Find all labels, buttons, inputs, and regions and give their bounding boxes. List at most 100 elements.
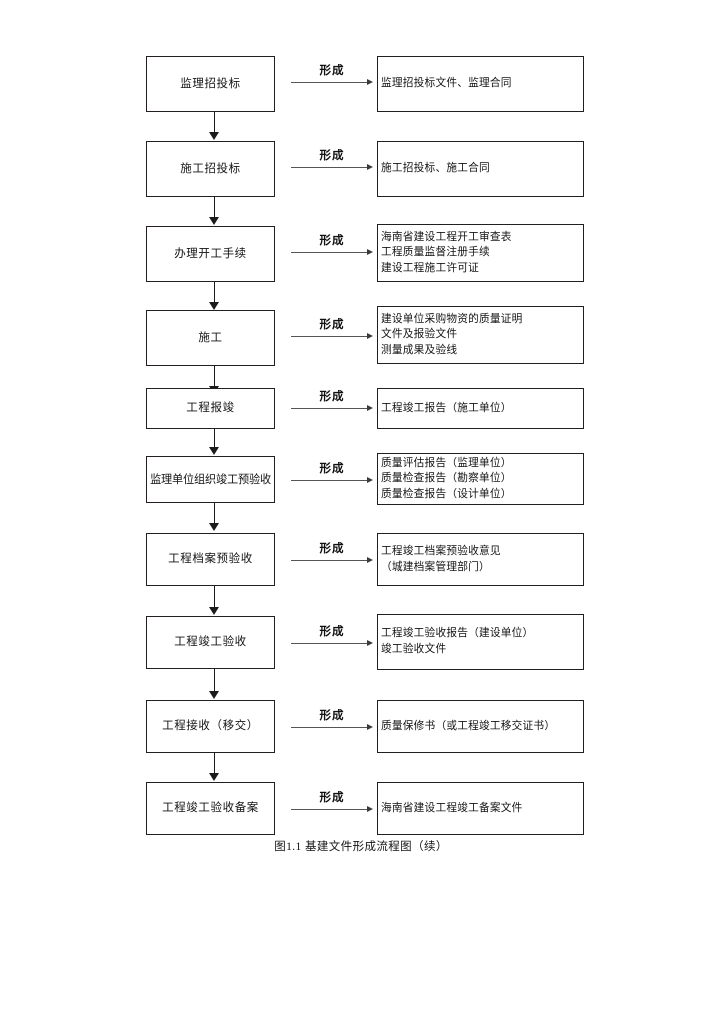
process-box-1-label: 监理招投标 bbox=[180, 77, 241, 90]
process-box-8-label: 工程竣工验收 bbox=[174, 636, 247, 649]
connector-arrow-6-label: 形成 bbox=[319, 463, 345, 475]
down-arrow-3 bbox=[209, 282, 221, 311]
down-arrow-2 bbox=[209, 197, 221, 226]
down-arrow-2-head-icon bbox=[209, 217, 220, 225]
connector-arrow-5-label: 形成 bbox=[319, 391, 345, 403]
output-box-7-label: 工程竣工档案预验收意见 （城建档案管理部门） bbox=[381, 544, 501, 573]
connector-arrow-2-label: 形成 bbox=[319, 150, 345, 162]
process-box-6[interactable]: 监理单位组织竣工预验收 bbox=[146, 456, 275, 503]
down-arrow-3-head-icon bbox=[209, 302, 220, 310]
output-box-10-label: 海南省建设工程竣工备案文件 bbox=[381, 801, 523, 814]
connector-arrow-2-head-icon bbox=[367, 164, 373, 171]
connector-arrow-4-label: 形成 bbox=[319, 319, 345, 331]
output-box-4-label: 建设单位采购物资的质量证明 文件及报验文件 测量成果及验线 bbox=[381, 312, 523, 356]
connector-arrow-7-line bbox=[291, 560, 369, 562]
output-box-2-label: 施工招投标、施工合同 bbox=[381, 162, 490, 175]
connector-arrow-8-head-icon bbox=[367, 640, 373, 647]
connector-arrow-8-label: 形成 bbox=[319, 626, 345, 638]
process-box-6-label: 监理单位组织竣工预验收 bbox=[150, 473, 271, 486]
process-box-8[interactable]: 工程竣工验收 bbox=[146, 616, 275, 669]
connector-arrow-5-line bbox=[291, 408, 369, 410]
down-arrow-4-line bbox=[213, 366, 216, 387]
down-arrow-6-head-icon bbox=[209, 523, 220, 531]
connector-arrow-6-head-icon bbox=[367, 477, 373, 484]
output-box-10[interactable]: 海南省建设工程竣工备案文件 bbox=[377, 782, 584, 835]
output-box-9-label: 质量保修书（或工程竣工移交证书） bbox=[381, 719, 556, 732]
down-arrow-8-head-icon bbox=[209, 691, 220, 699]
output-box-7[interactable]: 工程竣工档案预验收意见 （城建档案管理部门） bbox=[377, 533, 584, 586]
process-box-4-label: 施工 bbox=[198, 331, 223, 344]
connector-arrow-9: 形成 bbox=[288, 707, 376, 741]
connector-arrow-8: 形成 bbox=[288, 623, 376, 657]
process-box-9[interactable]: 工程接收（移交） bbox=[146, 700, 275, 753]
down-arrow-6 bbox=[209, 503, 221, 532]
output-box-1[interactable]: 监理招投标文件、监理合同 bbox=[377, 56, 584, 112]
down-arrow-9-head-icon bbox=[209, 773, 220, 781]
down-arrow-9-line bbox=[213, 753, 216, 774]
process-box-2[interactable]: 施工招投标 bbox=[146, 141, 275, 197]
connector-arrow-7-head-icon bbox=[367, 557, 373, 564]
down-arrow-8-line bbox=[213, 669, 216, 692]
connector-arrow-10: 形成 bbox=[288, 789, 376, 823]
output-box-3-label: 海南省建设工程开工审查表 工程质量监督注册手续 建设工程施工许可证 bbox=[381, 230, 512, 274]
output-box-8[interactable]: 工程竣工验收报告（建设单位） 竣工验收文件 bbox=[377, 614, 584, 670]
output-box-4[interactable]: 建设单位采购物资的质量证明 文件及报验文件 测量成果及验线 bbox=[377, 306, 584, 364]
output-box-8-label: 工程竣工验收报告（建设单位） 竣工验收文件 bbox=[381, 627, 534, 655]
process-box-7[interactable]: 工程档案预验收 bbox=[146, 533, 275, 586]
output-box-2[interactable]: 施工招投标、施工合同 bbox=[377, 141, 584, 197]
process-box-7-label: 工程档案预验收 bbox=[168, 553, 253, 566]
connector-arrow-6-line bbox=[291, 480, 369, 482]
output-box-6-label: 质量评估报告（监理单位） 质量检查报告（勘察单位） 质量检查报告（设计单位） bbox=[381, 456, 512, 500]
connector-arrow-7-label: 形成 bbox=[319, 543, 345, 555]
output-box-1-label: 监理招投标文件、监理合同 bbox=[381, 77, 512, 90]
connector-arrow-9-label: 形成 bbox=[319, 710, 345, 722]
connector-arrow-4-head-icon bbox=[367, 333, 373, 340]
connector-arrow-3-line bbox=[291, 252, 369, 254]
down-arrow-2-line bbox=[213, 197, 216, 218]
process-box-5-label: 工程报竣 bbox=[186, 402, 235, 415]
connector-arrow-7: 形成 bbox=[288, 540, 376, 574]
connector-arrow-3-label: 形成 bbox=[319, 235, 345, 247]
process-box-5[interactable]: 工程报竣 bbox=[146, 388, 275, 429]
output-box-3[interactable]: 海南省建设工程开工审查表 工程质量监督注册手续 建设工程施工许可证 bbox=[377, 224, 584, 282]
connector-arrow-10-line bbox=[291, 809, 369, 811]
figure-caption: 图1.1 基建文件形成流程图（续） bbox=[274, 841, 448, 853]
output-box-5-label: 工程竣工报告（施工单位） bbox=[381, 401, 512, 414]
down-arrow-1-line bbox=[213, 112, 216, 133]
connector-arrow-3-head-icon bbox=[367, 249, 373, 256]
connector-arrow-4: 形成 bbox=[288, 316, 376, 350]
connector-arrow-10-head-icon bbox=[367, 806, 373, 813]
connector-arrow-9-head-icon bbox=[367, 724, 373, 731]
process-box-3[interactable]: 办理开工手续 bbox=[146, 226, 275, 282]
connector-arrow-2: 形成 bbox=[288, 147, 376, 181]
connector-arrow-1-head-icon bbox=[367, 79, 373, 86]
down-arrow-7-head-icon bbox=[209, 607, 220, 615]
process-box-2-label: 施工招投标 bbox=[180, 162, 241, 175]
down-arrow-9 bbox=[209, 753, 221, 782]
down-arrow-7-line bbox=[213, 586, 216, 608]
down-arrow-3-line bbox=[213, 282, 216, 303]
process-box-1[interactable]: 监理招投标 bbox=[146, 56, 275, 112]
down-arrow-5-head-icon bbox=[209, 447, 220, 455]
connector-arrow-1-line bbox=[291, 82, 369, 84]
connector-arrow-1: 形成 bbox=[288, 62, 376, 96]
output-box-5[interactable]: 工程竣工报告（施工单位） bbox=[377, 388, 584, 429]
process-box-3-label: 办理开工手续 bbox=[174, 247, 247, 260]
process-box-4[interactable]: 施工 bbox=[146, 310, 275, 366]
connector-arrow-6: 形成 bbox=[288, 460, 376, 494]
process-box-10-label: 工程竣工验收备案 bbox=[162, 802, 259, 815]
process-box-10[interactable]: 工程竣工验收备案 bbox=[146, 782, 275, 835]
connector-arrow-4-line bbox=[291, 336, 369, 338]
connector-arrow-8-line bbox=[291, 643, 369, 645]
output-box-9[interactable]: 质量保修书（或工程竣工移交证书） bbox=[377, 700, 584, 753]
down-arrow-5 bbox=[209, 429, 221, 456]
down-arrow-8 bbox=[209, 669, 221, 700]
down-arrow-1 bbox=[209, 112, 221, 141]
connector-arrow-3: 形成 bbox=[288, 232, 376, 266]
output-box-6[interactable]: 质量评估报告（监理单位） 质量检查报告（勘察单位） 质量检查报告（设计单位） bbox=[377, 453, 584, 505]
connector-arrow-9-line bbox=[291, 727, 369, 729]
down-arrow-1-head-icon bbox=[209, 132, 220, 140]
down-arrow-7 bbox=[209, 586, 221, 616]
down-arrow-5-line bbox=[213, 429, 216, 448]
